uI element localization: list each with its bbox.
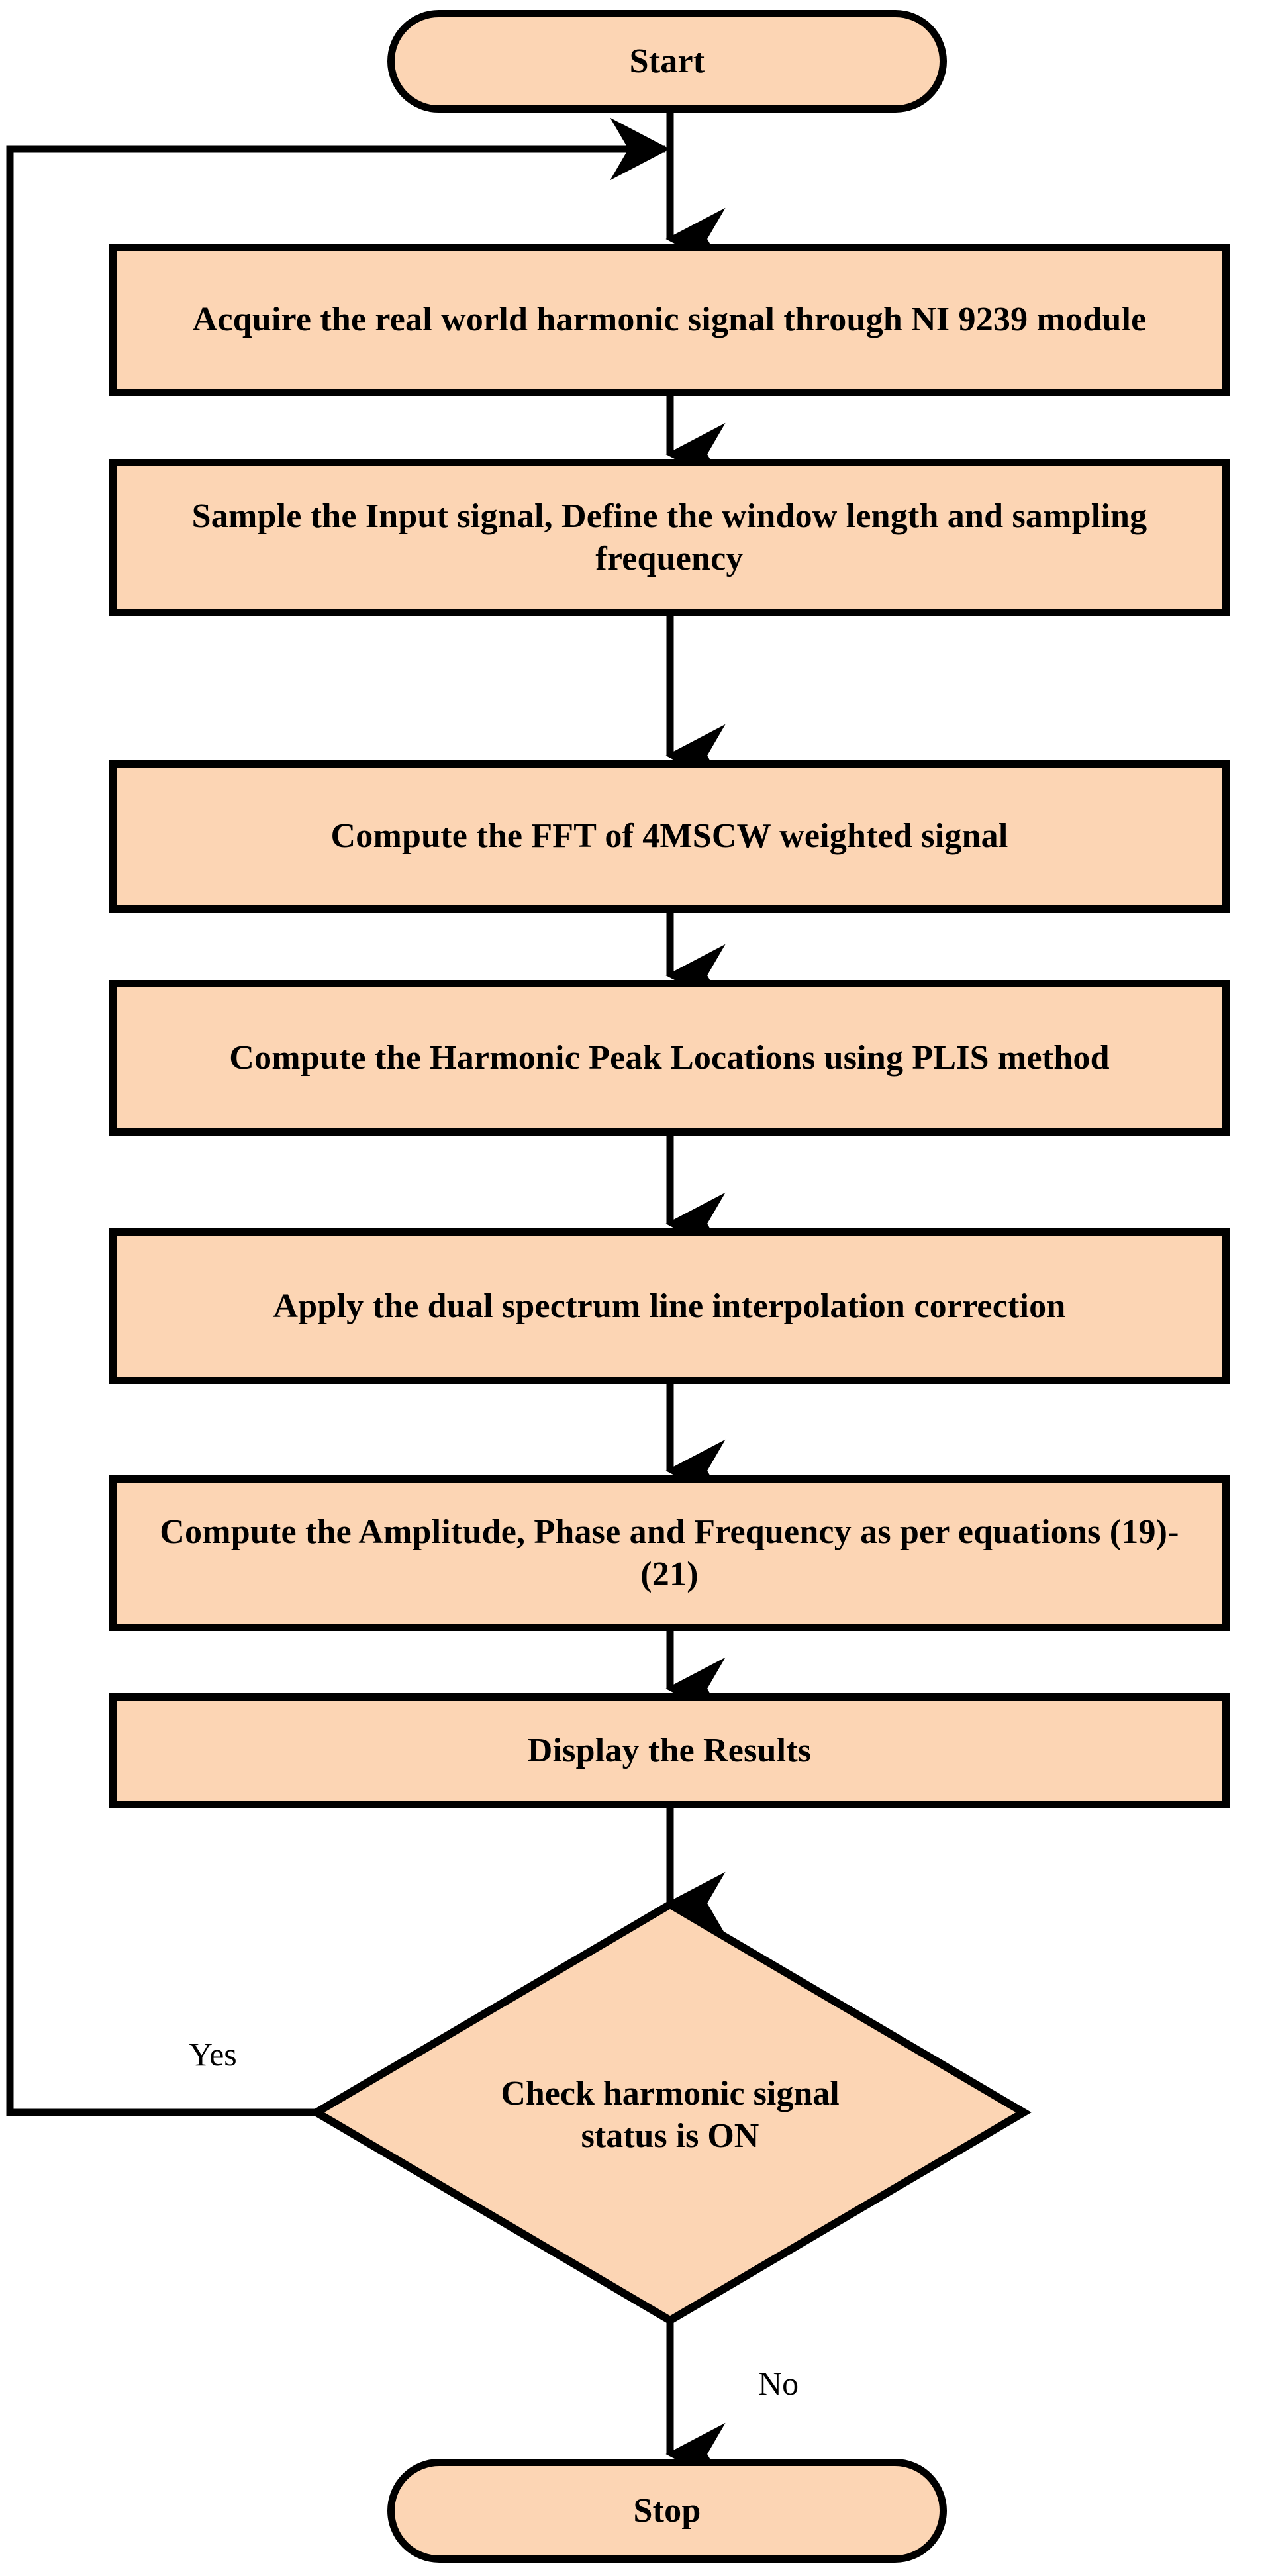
node-sample-label: Sample the Input signal, Define the wind… <box>191 497 1147 577</box>
node-stop-label: Stop <box>633 2491 701 2530</box>
node-acquire-label: Acquire the real world harmonic signal t… <box>192 301 1147 339</box>
node-interp-label: Apply the dual spectrum line interpolati… <box>273 1287 1066 1325</box>
node-compute[interactable]: Compute the Amplitude, Phase and Frequen… <box>109 1475 1230 1631</box>
node-display[interactable]: Display the Results <box>109 1693 1230 1808</box>
node-acquire[interactable]: Acquire the real world harmonic signal t… <box>109 244 1230 396</box>
node-interp[interactable]: Apply the dual spectrum line interpolati… <box>109 1228 1230 1384</box>
node-start[interactable]: Start <box>387 10 947 113</box>
node-decision-label: Check harmonic signal status is ON <box>501 2074 840 2155</box>
edge-label-no: No <box>758 2365 799 2402</box>
node-stop[interactable]: Stop <box>387 2459 947 2563</box>
node-peaks-label: Compute the Harmonic Peak Locations usin… <box>229 1038 1110 1077</box>
node-fft[interactable]: Compute the FFT of 4MSCW weighted signal <box>109 760 1230 913</box>
node-decision[interactable]: Check harmonic signal status is ON <box>316 1905 1024 2320</box>
node-sample[interactable]: Sample the Input signal, Define the wind… <box>109 459 1230 616</box>
node-display-label: Display the Results <box>527 1731 812 1769</box>
node-peaks[interactable]: Compute the Harmonic Peak Locations usin… <box>109 980 1230 1136</box>
edge-label-yes: Yes <box>189 2036 237 2073</box>
node-start-label: Start <box>629 42 705 80</box>
node-compute-label: Compute the Amplitude, Phase and Frequen… <box>160 1513 1179 1593</box>
node-fft-label: Compute the FFT of 4MSCW weighted signal <box>330 817 1008 856</box>
